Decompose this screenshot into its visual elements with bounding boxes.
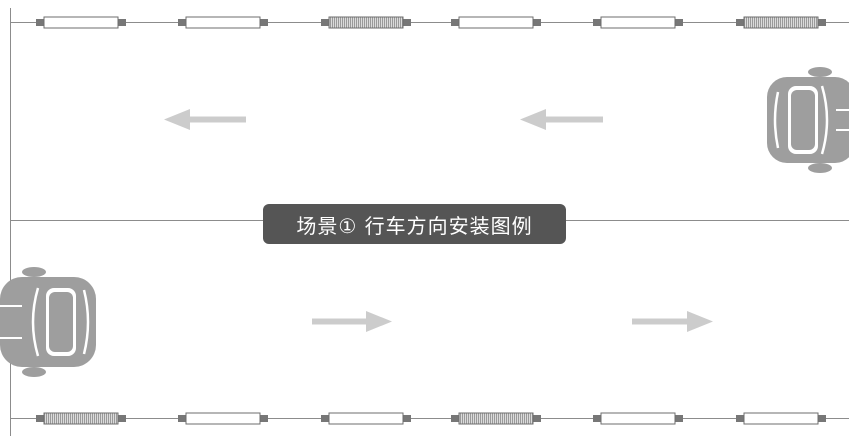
light-strip-icon bbox=[451, 412, 541, 425]
light-strip-icon bbox=[736, 412, 826, 425]
top-lane-light-strips bbox=[36, 16, 826, 29]
bottom-lane-light-strips bbox=[36, 412, 826, 425]
direction-arrow-icon bbox=[164, 109, 246, 130]
light-strip-icon bbox=[321, 412, 411, 425]
direction-arrow-icon bbox=[632, 311, 713, 332]
bottom-lane-arrows bbox=[312, 311, 713, 332]
top-lane-arrows bbox=[164, 109, 603, 130]
light-strip-icon bbox=[178, 412, 268, 425]
light-strip-icon bbox=[36, 16, 126, 29]
light-strip-icon bbox=[321, 16, 411, 29]
car-icon bbox=[767, 67, 849, 173]
car-icon bbox=[0, 267, 96, 377]
light-strip-icon bbox=[36, 412, 126, 425]
light-strip-icon bbox=[593, 412, 683, 425]
light-strip-icon bbox=[736, 16, 826, 29]
light-strip-icon bbox=[451, 16, 541, 29]
direction-arrow-icon bbox=[520, 109, 603, 130]
scene-caption-label: 场景① 行车方向安装图例 bbox=[263, 204, 566, 244]
direction-arrow-icon bbox=[312, 311, 392, 332]
light-strip-icon bbox=[593, 16, 683, 29]
light-strip-icon bbox=[178, 16, 268, 29]
